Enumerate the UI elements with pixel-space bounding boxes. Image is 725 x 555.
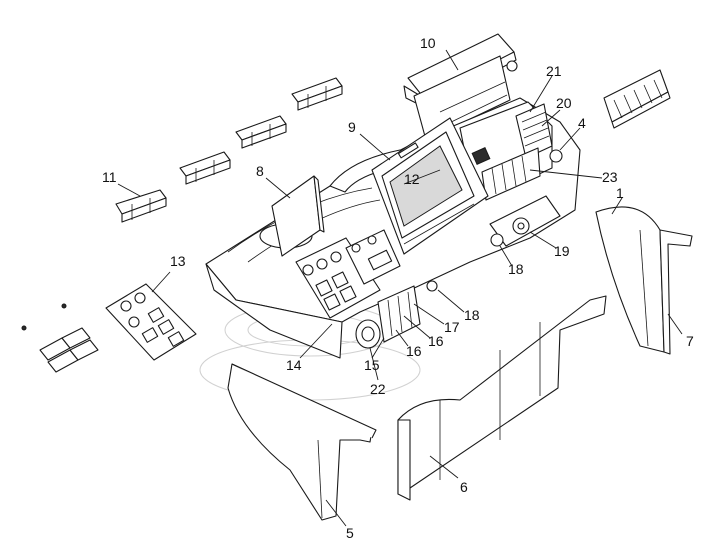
callout-10: 10 (420, 35, 436, 51)
callout-15: 15 (364, 357, 380, 373)
callout-18b: 18 (464, 307, 480, 323)
callout-22: 22 (370, 381, 386, 397)
callout-14: 14 (286, 357, 302, 373)
callout-21: 21 (546, 63, 562, 79)
callout-16a: 16 (428, 333, 444, 349)
part-5-left-trim (227, 363, 377, 521)
callout-4: 4 (578, 115, 586, 131)
part-15-16-17-switch-bank (377, 285, 421, 343)
part-9-display-unit (371, 117, 489, 255)
callout-18a: 18 (508, 261, 524, 277)
part-11-switch-blanks (115, 77, 343, 223)
part-10-top-cover (403, 33, 518, 141)
callout-11: 11 (102, 169, 117, 185)
callout-8: 8 (256, 163, 264, 179)
part-22-knob (355, 319, 381, 349)
callout-16b: 16 (406, 343, 422, 359)
callout-12: 12 (404, 171, 420, 187)
part-13-switch-plate (105, 283, 197, 361)
callout-9: 9 (348, 119, 356, 135)
callout-23: 23 (602, 169, 618, 185)
part-8-panel-insert (271, 175, 325, 257)
callout-6: 6 (460, 479, 468, 495)
part-6-center-trim (397, 295, 607, 501)
switch-blank (235, 115, 287, 149)
loose-switch-caps (21, 303, 99, 373)
part-1-vent-grille (603, 69, 671, 129)
leader-lines (117, 49, 683, 527)
callout-17: 17 (444, 319, 460, 335)
switch-blank (291, 77, 343, 111)
callout-19: 19 (554, 243, 570, 259)
callout-20: 20 (556, 95, 572, 111)
callout-labels: 10 21 20 4 9 23 11 8 12 1 13 19 18 18 17… (102, 35, 694, 541)
callout-5: 5 (346, 525, 354, 541)
part-7-right-trim (595, 206, 693, 355)
callout-13: 13 (170, 253, 186, 269)
part-14-left-switch-panel (295, 229, 401, 319)
callout-1: 1 (616, 185, 624, 201)
callout-7: 7 (686, 333, 694, 349)
switch-blank (115, 189, 167, 223)
switch-blank (179, 151, 231, 185)
